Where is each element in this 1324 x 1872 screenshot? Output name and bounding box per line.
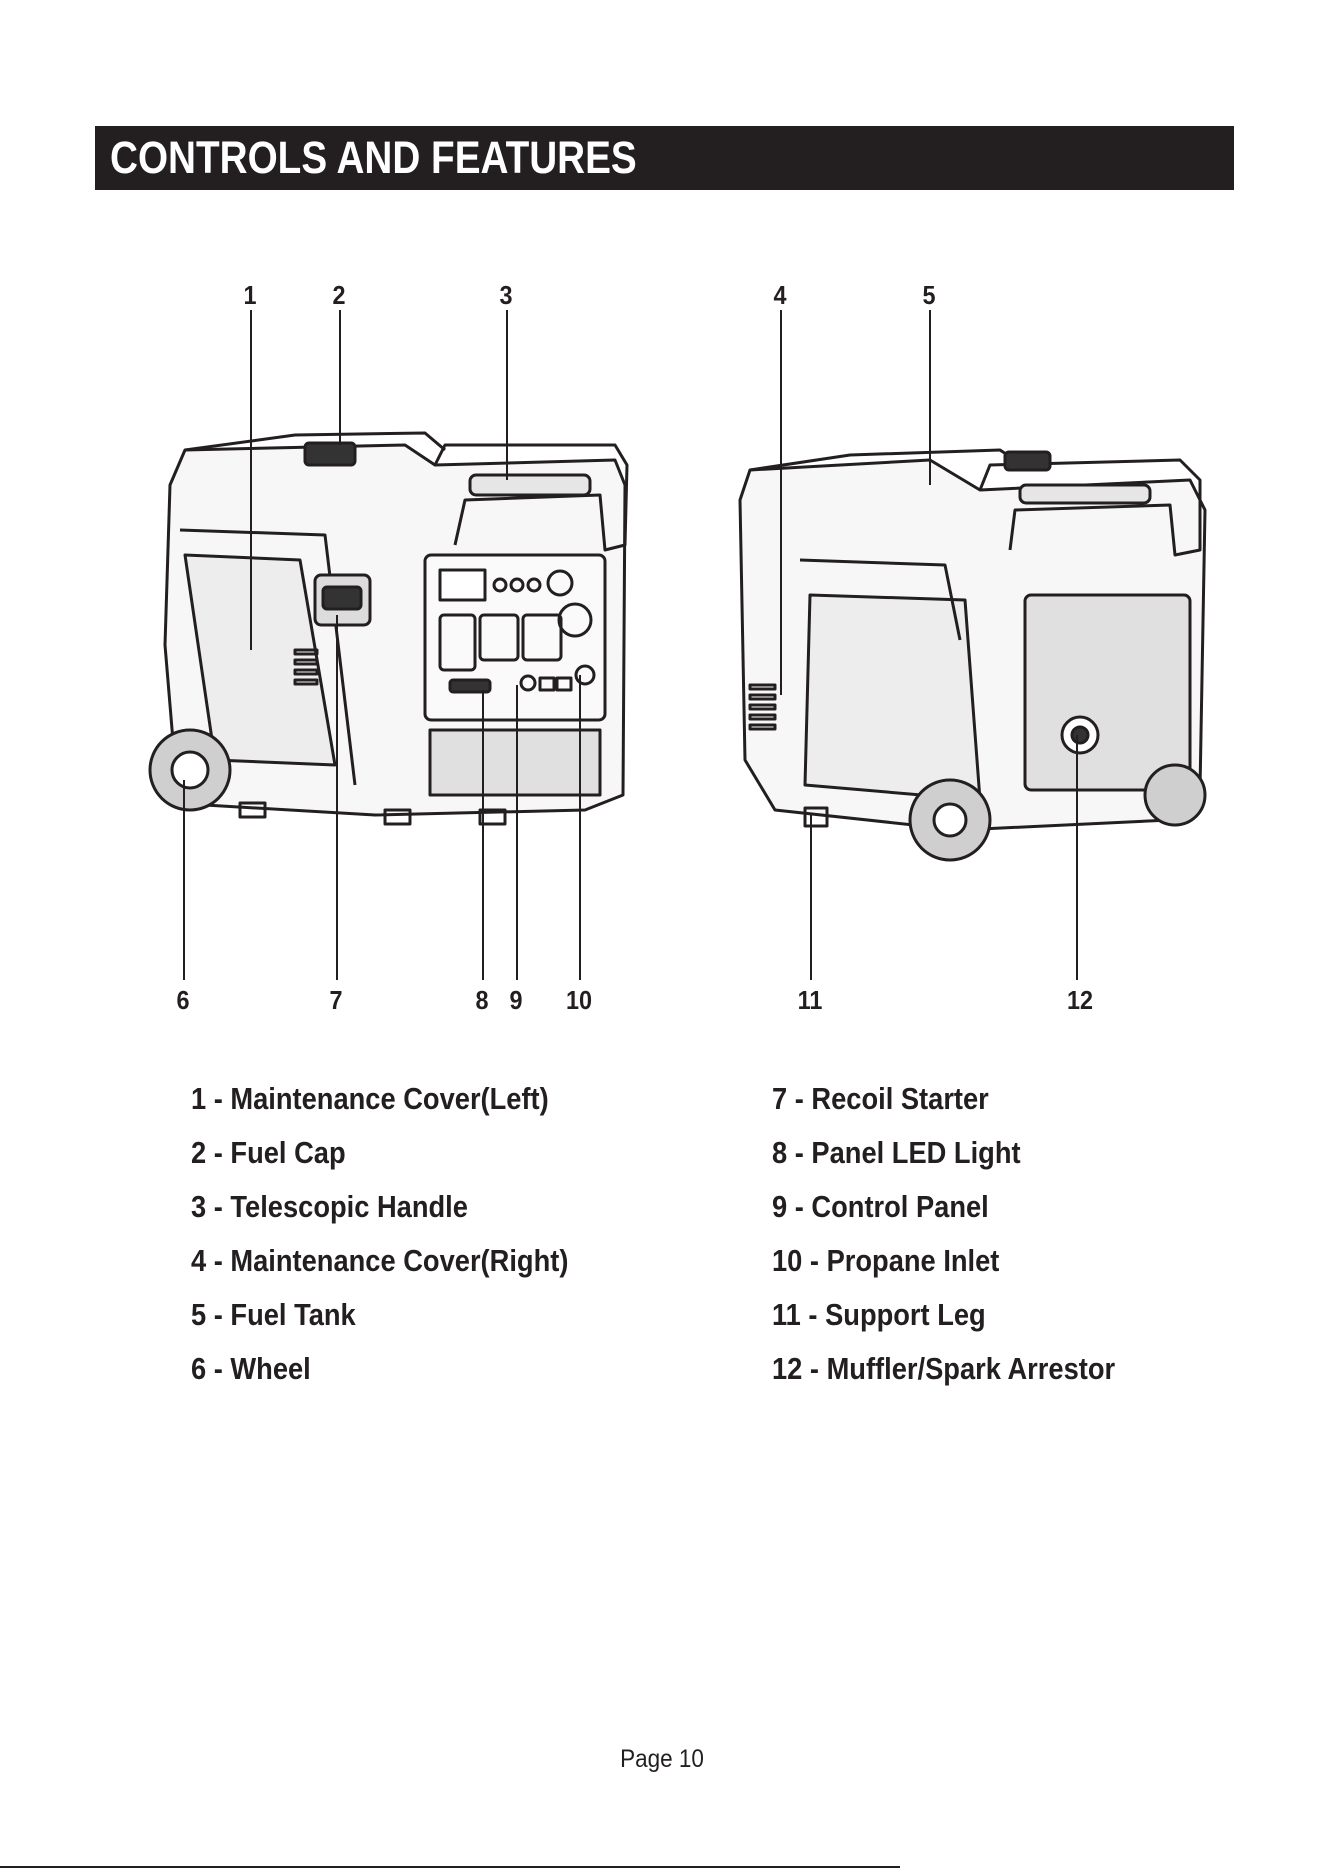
callout-11: 11 xyxy=(798,985,823,1016)
generator-figure: 1 2 3 4 5 6 7 8 9 10 11 12 xyxy=(0,0,1324,1060)
leader-line-9 xyxy=(516,685,518,980)
legend-item: 9 - Control Panel xyxy=(772,1180,1212,1234)
legend-right-column: 7 - Recoil Starter 8 - Panel LED Light 9… xyxy=(772,1072,1272,1396)
callout-5: 5 xyxy=(922,280,935,311)
legend-item: 3 - Telescopic Handle xyxy=(191,1180,631,1234)
callout-2: 2 xyxy=(332,280,345,311)
callout-8: 8 xyxy=(475,985,488,1016)
leader-line-4 xyxy=(780,310,782,695)
legend-item: 10 - Propane Inlet xyxy=(772,1234,1212,1288)
callout-12: 12 xyxy=(1067,985,1093,1016)
bottom-rule xyxy=(0,1866,900,1868)
callout-1: 1 xyxy=(243,280,256,311)
callout-3: 3 xyxy=(499,280,512,311)
legend-item: 6 - Wheel xyxy=(191,1342,631,1396)
leader-line-6 xyxy=(183,780,185,980)
callout-7: 7 xyxy=(329,985,342,1016)
leader-line-11 xyxy=(810,815,812,980)
legend-item: 4 - Maintenance Cover(Right) xyxy=(191,1234,631,1288)
legend-item: 11 - Support Leg xyxy=(772,1288,1212,1342)
generator-left-view xyxy=(145,425,635,845)
legend-item: 1 - Maintenance Cover(Left) xyxy=(191,1072,631,1126)
legend-item: 5 - Fuel Tank xyxy=(191,1288,631,1342)
callout-9: 9 xyxy=(509,985,522,1016)
leader-line-7 xyxy=(336,615,338,980)
leader-line-10 xyxy=(579,675,581,980)
leader-line-1 xyxy=(250,310,252,650)
generator-right-view xyxy=(730,440,1210,880)
callout-10: 10 xyxy=(566,985,592,1016)
callout-4: 4 xyxy=(773,280,786,311)
leader-line-3 xyxy=(506,310,508,480)
legend-item: 8 - Panel LED Light xyxy=(772,1126,1212,1180)
callout-6: 6 xyxy=(176,985,189,1016)
legend-item: 2 - Fuel Cap xyxy=(191,1126,631,1180)
leader-line-12 xyxy=(1076,735,1078,980)
page-number: Page 10 xyxy=(66,1745,1258,1774)
legend-left-column: 1 - Maintenance Cover(Left) 2 - Fuel Cap… xyxy=(191,1072,691,1396)
leader-line-2 xyxy=(339,310,341,445)
leader-line-8 xyxy=(482,690,484,980)
leader-line-5 xyxy=(929,310,931,485)
legend-item: 7 - Recoil Starter xyxy=(772,1072,1212,1126)
legend-item: 12 - Muffler/Spark Arrestor xyxy=(772,1342,1212,1396)
